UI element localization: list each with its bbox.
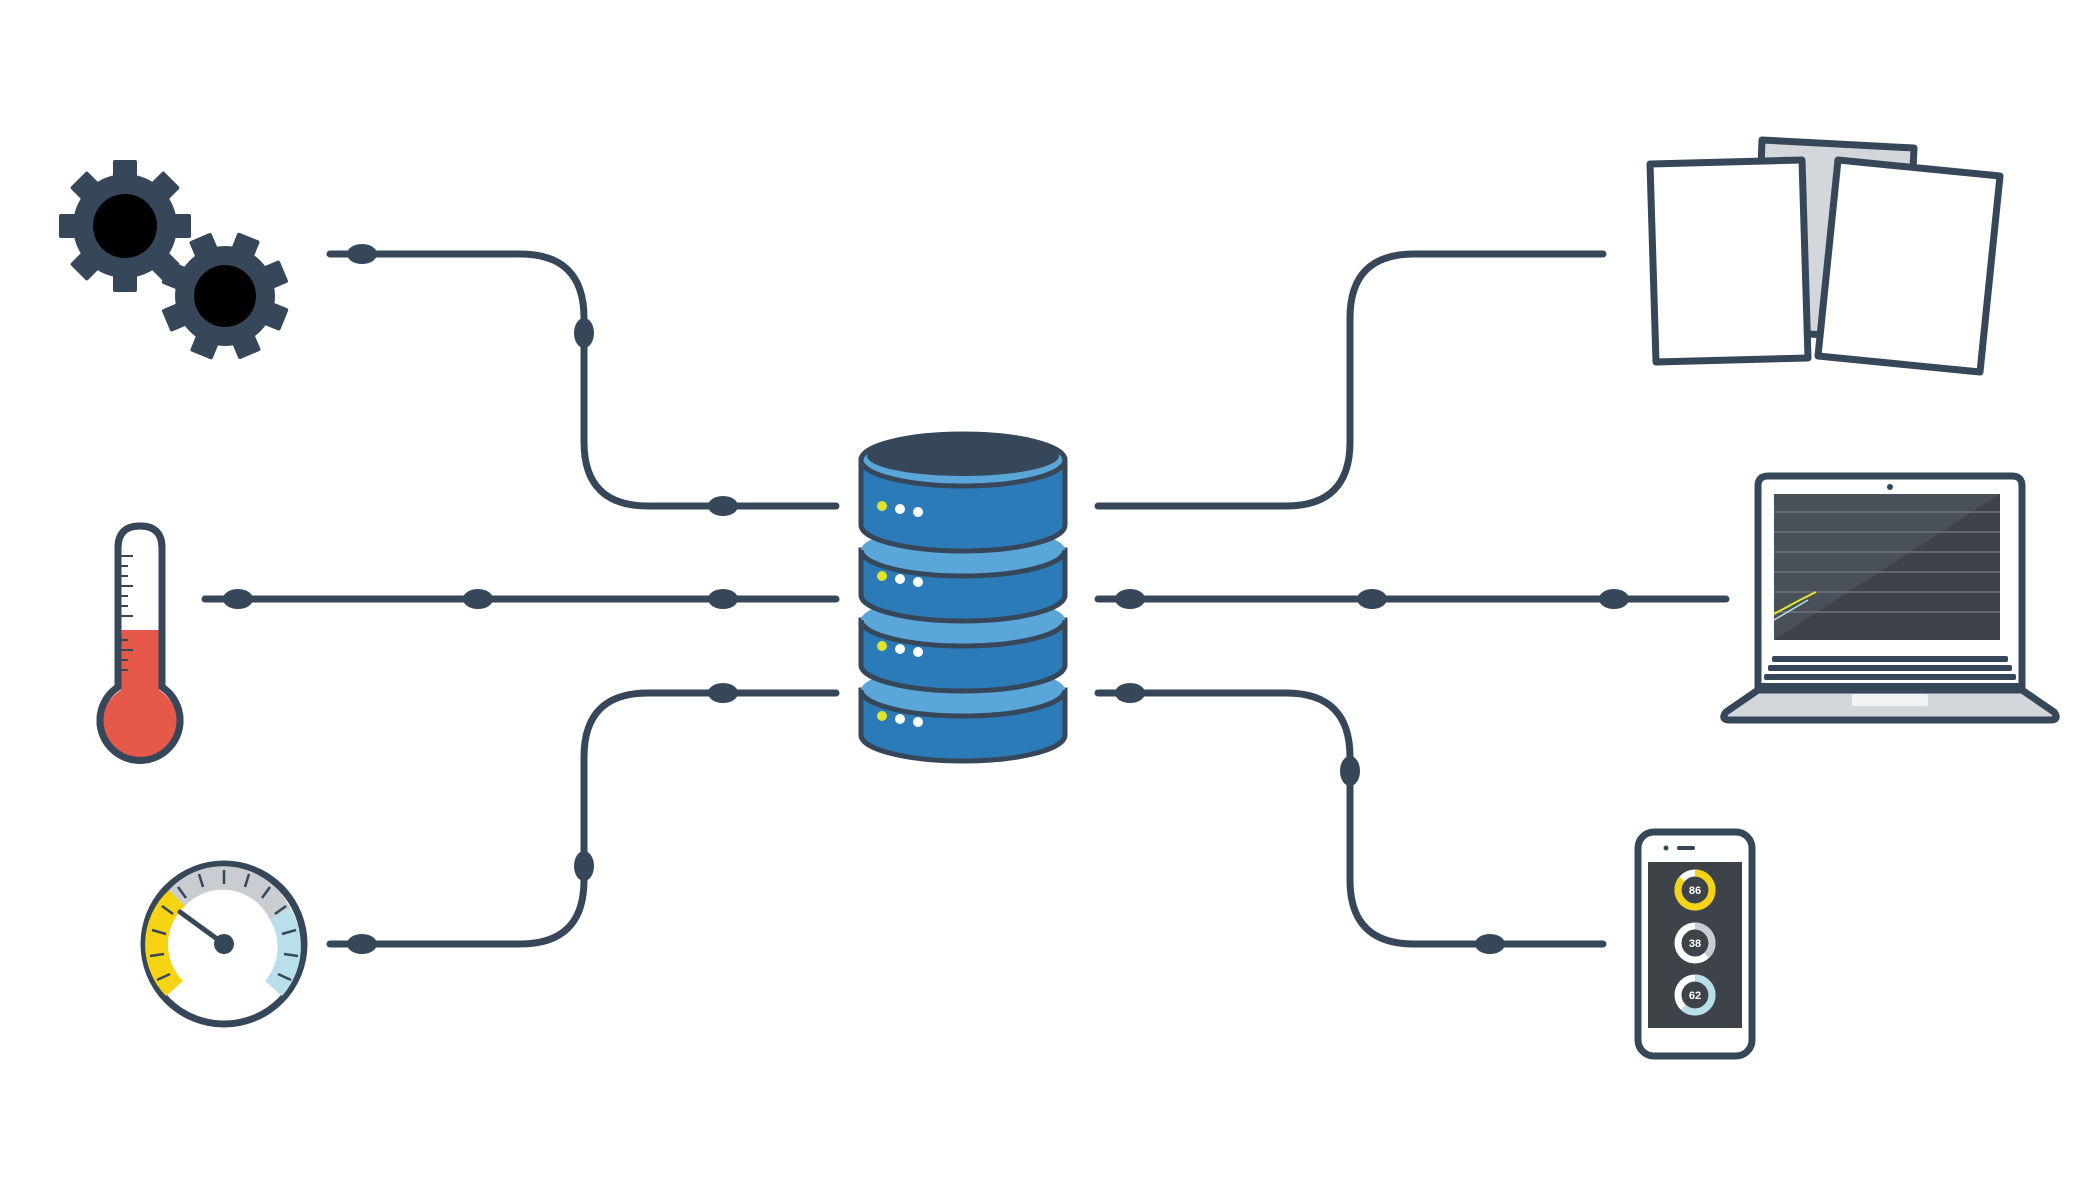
bead [708,496,738,516]
bead [574,851,594,881]
phone-gauge-label: 62 [1689,990,1701,1002]
connector-database-to-smartphone [1094,689,1607,948]
bead [463,589,493,609]
thermometer-icon [96,522,184,764]
bead [1340,756,1360,786]
phone-speaker [1677,846,1695,850]
database-leds [877,501,923,727]
connector-gears-to-database [326,250,840,510]
bead [1357,589,1387,609]
database-icon [858,431,1068,764]
phone-gauge-fill [1674,869,1716,911]
laptop-chart-line [1774,591,1817,615]
phone-dashboard: 86 38 62 [1674,869,1716,1016]
bead [347,934,377,954]
phone-gauge-2: 38 [1674,922,1716,964]
gauge-ticks [149,870,299,982]
smartphone-icon: 86 38 62 [1634,828,1756,1060]
bead [708,589,738,609]
bead [223,589,253,609]
gauge-icon [140,860,308,1028]
phone-gauge-label: 38 [1689,938,1701,950]
bead [708,683,738,703]
phone-camera [1663,845,1669,851]
laptop-trackpad [1852,694,1928,706]
gears-icon [59,160,289,360]
phone-gauge-fill [1674,974,1716,1016]
phone-gauge-label: 86 [1689,885,1701,897]
phone-gauge-fill [1674,922,1716,964]
gauge-hub [214,934,234,954]
bead [1115,589,1145,609]
bead [574,318,594,348]
thermometer-scale [121,555,133,671]
document-left [1646,156,1812,366]
phone-gauge-center [1684,984,1706,1006]
bead [347,244,377,264]
laptop-camera [1887,484,1893,490]
document-right [1814,156,2004,376]
documents-icon [1646,136,2004,376]
phone-gauge-center [1684,879,1706,901]
laptop-keyboard [1760,656,2020,689]
connector-gauge-to-database [326,689,840,948]
bead [1599,589,1629,609]
connector-beads [223,244,1629,954]
bead [1475,934,1505,954]
phone-gauge-center [1684,932,1706,954]
phone-gauge-3: 62 [1674,974,1716,1016]
phone-gauge-1: 86 [1674,869,1716,911]
bead [1115,683,1145,703]
connector-database-to-documents [1094,250,1607,510]
database-top [867,436,1059,476]
laptop-icon [1720,472,2060,724]
